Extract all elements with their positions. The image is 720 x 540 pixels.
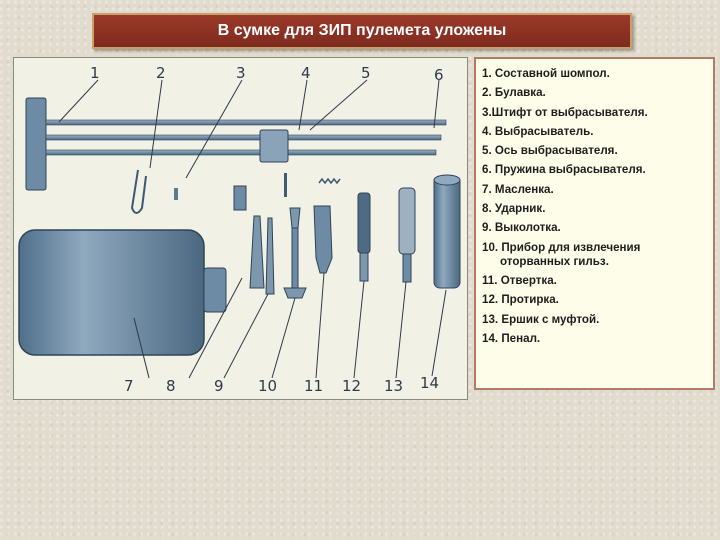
firing-pin (249, 215, 265, 289)
small-pin (174, 188, 178, 200)
legend-item-12: 12. Протирка. (482, 293, 559, 307)
legend-item-3: 3.Штифт от выбрасывателя. (482, 105, 648, 119)
legend-item-13: 13. Ершик с муфтой. (482, 312, 600, 326)
legend-item-7: 7. Масленка. (482, 182, 554, 196)
case-extractor-device (283, 207, 307, 299)
callout-5: 5 (361, 64, 371, 82)
legend-item-14: 14. Пенал. (482, 331, 541, 345)
extractor (233, 185, 247, 211)
legend-item-5: 5. Ось выбрасывателя. (482, 144, 618, 158)
callout-7: 7 (124, 377, 134, 395)
legend-item-6: 6. Пружина выбрасывателя. (482, 163, 646, 177)
callout-11: 11 (304, 377, 323, 395)
legend-item-10: 10. Прибор для извлечения оторванных гил… (482, 241, 707, 269)
callout-9: 9 (214, 377, 224, 395)
callout-1: 1 (90, 64, 100, 82)
callout-14: 14 (420, 374, 439, 392)
legend-item-4: 4. Выбрасыватель. (482, 124, 594, 138)
callout-8: 8 (166, 377, 176, 395)
toolkit-drawing: 1 2 3 4 5 6 7 8 9 10 11 12 13 14 (18, 64, 461, 395)
callout-4: 4 (301, 64, 311, 82)
callout-13: 13 (384, 377, 403, 395)
extractor-spring (318, 177, 341, 185)
callout-10: 10 (258, 377, 277, 395)
brush-with-coupling (398, 187, 416, 283)
parts-legend: 1. Составной шомпол. 2. Булавка. 3.Штифт… (474, 57, 715, 390)
slide-title: В сумке для ЗИП пулемета уложены (92, 13, 632, 49)
callout-lines (58, 79, 447, 379)
tool-case (433, 174, 461, 289)
legend-item-10-line1: 10. Прибор для извлечения (482, 240, 641, 254)
drift-punch (265, 217, 275, 295)
toolkit-illustration: 1 2 3 4 5 6 7 8 9 10 11 12 13 14 (13, 57, 468, 400)
callout-6: 6 (434, 66, 444, 84)
legend-item-1: 1. Составной шомпол. (482, 67, 610, 80)
oil-can (18, 229, 227, 356)
legend-item-10-line2: оторванных гильз. (500, 254, 609, 268)
wiper (357, 192, 371, 282)
callout-12: 12 (342, 377, 361, 395)
legend-item-2: 2. Булавка. (482, 86, 546, 100)
pin-clip (130, 169, 147, 214)
cleaning-rod (25, 97, 447, 191)
legend-item-11: 11. Отвертка. (482, 273, 557, 287)
screwdriver (313, 205, 333, 274)
callout-3: 3 (236, 64, 246, 82)
legend-item-8: 8. Ударник. (482, 202, 546, 216)
callout-2: 2 (156, 64, 166, 82)
extractor-axis (284, 173, 287, 197)
legend-item-9: 9. Выколотка. (482, 221, 561, 235)
